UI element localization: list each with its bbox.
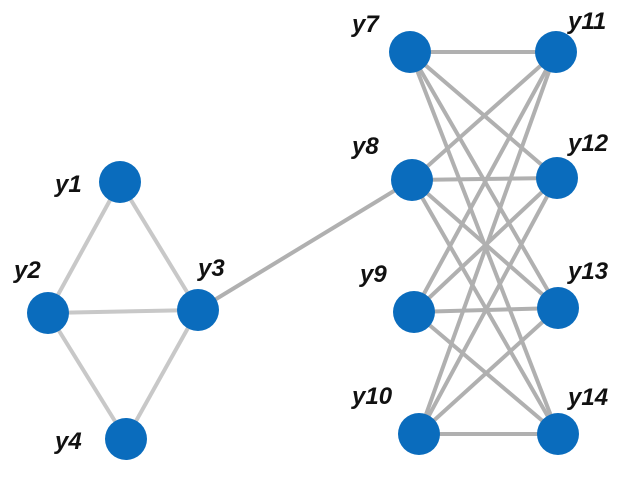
node-y2 [27, 292, 69, 334]
node-label-y1: y1 [54, 171, 82, 198]
edge-y9-y11 [412, 51, 558, 313]
node-label-y2: y2 [13, 257, 41, 284]
node-y11 [535, 31, 577, 73]
node-y4 [105, 418, 147, 460]
node-label-y4: y4 [54, 428, 82, 455]
edge-y10-y11 [417, 51, 558, 435]
node-label-y9: y9 [359, 261, 387, 288]
edge-y1-y3 [118, 180, 200, 312]
node-label-y13: y13 [567, 258, 609, 285]
node-y10 [398, 413, 440, 455]
node-y9 [393, 291, 435, 333]
node-label-y7: y7 [351, 11, 380, 38]
node-label-y11: y11 [567, 8, 606, 35]
node-y1 [99, 161, 141, 203]
edge-y3-y8 [196, 178, 414, 312]
nodes-layer [27, 31, 579, 460]
edges-layer [46, 50, 560, 441]
node-y7 [389, 31, 431, 73]
edge-y10-y13 [417, 306, 560, 436]
edge-y1-y2 [46, 181, 122, 314]
node-label-y14: y14 [567, 384, 608, 411]
node-y3 [177, 289, 219, 331]
edge-y2-y3 [47, 308, 199, 315]
edge-y3-y4 [124, 309, 200, 440]
node-y8 [391, 159, 433, 201]
edge-y10-y12 [417, 177, 559, 435]
labels-layer: y1 y2 y3 y4 y7 y8 y9 y10 y11 y12 y13 y14 [13, 8, 609, 455]
node-label-y3: y3 [197, 255, 225, 282]
node-y12 [536, 157, 578, 199]
node-label-y12: y12 [567, 130, 609, 157]
edge-y8-y11 [410, 50, 558, 182]
edge-y2-y4 [46, 311, 128, 441]
node-label-y8: y8 [351, 133, 379, 160]
node-y13 [537, 287, 579, 329]
edge-y8-y14 [410, 179, 560, 435]
node-label-y10: y10 [351, 383, 393, 410]
node-y14 [537, 413, 579, 455]
